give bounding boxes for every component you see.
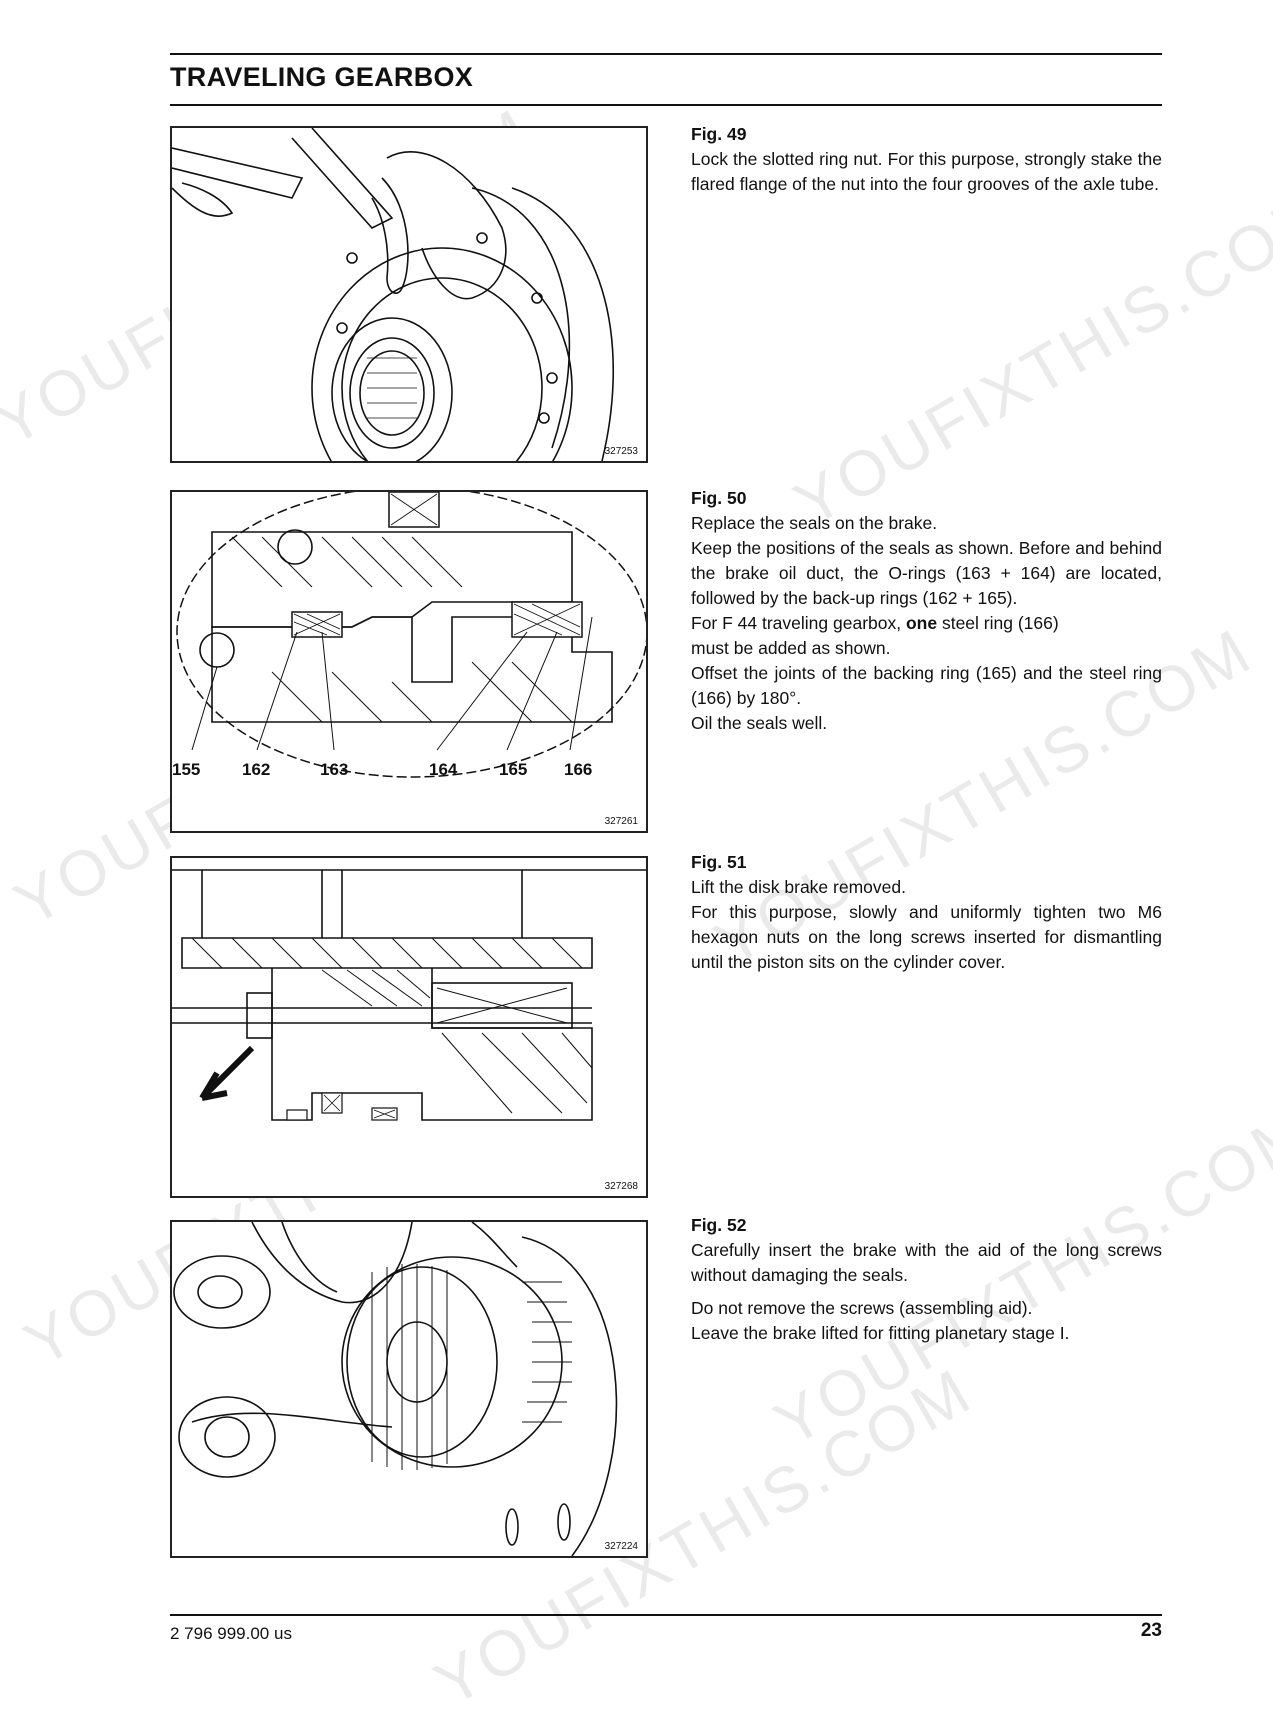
figure-50-image: 155 162 163 164 165 166 327261 <box>170 490 648 833</box>
figure-52-image: 327224 <box>170 1220 648 1558</box>
figure-52-text: Fig. 52 Carefully insert the brake with … <box>691 1213 1162 1346</box>
figure-49-number: 327253 <box>604 446 638 457</box>
figure-52-number: 327224 <box>604 1541 638 1552</box>
document-number: 2 796 999.00 us <box>170 1624 292 1643</box>
figure-50-paragraph-2: Keep the positions of the seals as shown… <box>691 538 1162 608</box>
footer-rule <box>170 1614 1162 1616</box>
callout-166: 166 <box>564 760 593 779</box>
figure-50-paragraph-3: For F 44 traveling gearbox, one steel ri… <box>691 611 1162 636</box>
figure-50-number: 327261 <box>604 816 638 827</box>
callout-155: 155 <box>172 760 201 779</box>
header-rule-top <box>170 53 1162 55</box>
callout-162: 162 <box>242 760 271 779</box>
callout-164: 164 <box>429 760 458 779</box>
figure-52-paragraph-2: Do not remove the screws (assembling aid… <box>691 1298 1033 1318</box>
brake-lift-diagram <box>172 869 646 1121</box>
hand-staking-illustration <box>172 128 615 461</box>
figure-50-paragraph-5: Offset the joints of the backing ring (1… <box>691 663 1162 708</box>
figure-50-text: Fig. 50 Replace the seals on the brake. … <box>691 486 1162 736</box>
figure-51-number: 327268 <box>604 1181 638 1192</box>
figure-49-label: Fig. 49 <box>691 124 747 144</box>
brake-insert-illustration <box>173 1222 618 1556</box>
header-rule-bottom <box>170 104 1162 106</box>
callout-165: 165 <box>499 760 528 779</box>
figure-50-paragraph-1: Replace the seals on the brake. <box>691 513 938 533</box>
figure-50-label: Fig. 50 <box>691 488 747 508</box>
figure-49-image: 327253 <box>170 126 648 463</box>
page-title: TRAVELING GEARBOX <box>170 62 474 92</box>
figure-52-paragraph-1: Carefully insert the brake with the aid … <box>691 1240 1162 1285</box>
f44-text-bold: one <box>905 613 938 633</box>
figure-52-paragraph-3: Leave the brake lifted for fitting plane… <box>691 1323 1070 1343</box>
figure-51-paragraph-2: For this purpose, slowly and uniformly t… <box>691 902 1162 972</box>
seal-cross-section-diagram <box>176 492 646 778</box>
figure-50-paragraph-4: must be added as shown. <box>691 638 891 658</box>
figure-49-paragraph: Lock the slotted ring nut. For this purp… <box>691 149 1162 194</box>
f44-text-before: For F 44 traveling gearbox, <box>691 613 906 633</box>
page-number: 23 <box>1140 1620 1162 1641</box>
figure-51-image: 327268 <box>170 856 648 1198</box>
figure-50-paragraph-6: Oil the seals well. <box>691 713 828 733</box>
f44-text-after: steel ring (166) <box>937 613 1059 633</box>
figure-51-paragraph-1: Lift the disk brake removed. <box>691 877 906 897</box>
callout-163: 163 <box>320 760 349 779</box>
figure-51-text: Fig. 51 Lift the disk brake removed. For… <box>691 850 1162 975</box>
figure-51-label: Fig. 51 <box>691 852 747 872</box>
figure-52-label: Fig. 52 <box>691 1215 747 1235</box>
figure-49-text: Fig. 49 Lock the slotted ring nut. For t… <box>691 122 1162 197</box>
